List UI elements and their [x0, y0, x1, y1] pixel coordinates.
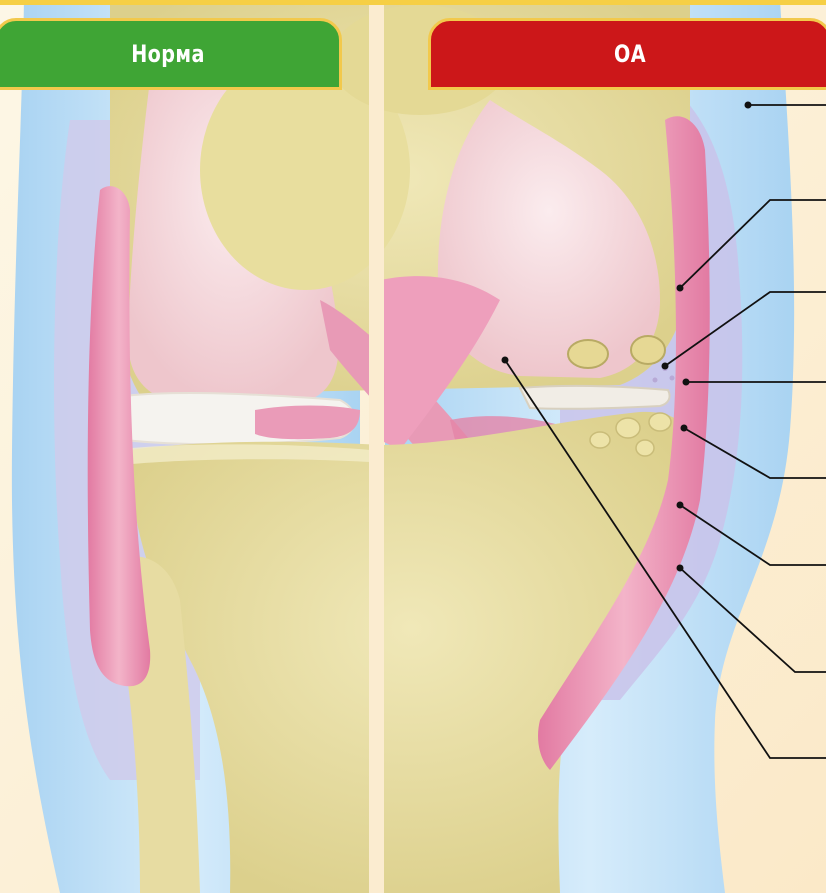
subchondral-cyst-2	[631, 336, 665, 364]
normal-label-tab: Норма	[0, 18, 342, 90]
osteophyte-4	[636, 440, 654, 456]
leader-dot	[677, 502, 684, 509]
meniscus-right	[520, 386, 670, 409]
osteophyte-3	[590, 432, 610, 448]
leader-dot	[662, 363, 669, 370]
leader-dot	[683, 379, 690, 386]
leader-dot	[681, 425, 688, 432]
debris-dot	[670, 376, 675, 381]
leader-dot	[677, 565, 684, 572]
debris-dot	[653, 378, 658, 383]
meniscus-pink-left	[255, 406, 360, 440]
oa-label-tab: ОА	[428, 18, 826, 90]
center-divider	[369, 0, 384, 893]
leader-dot	[502, 357, 509, 364]
top-accent-bar	[0, 0, 826, 5]
osteophyte-1	[616, 418, 640, 438]
subchondral-cyst-1	[568, 340, 608, 368]
leader-dot	[677, 285, 684, 292]
leader-dot	[745, 102, 752, 109]
osteophyte-2	[649, 413, 671, 431]
normal-label: Норма	[131, 40, 205, 68]
oa-label: ОА	[614, 40, 646, 68]
